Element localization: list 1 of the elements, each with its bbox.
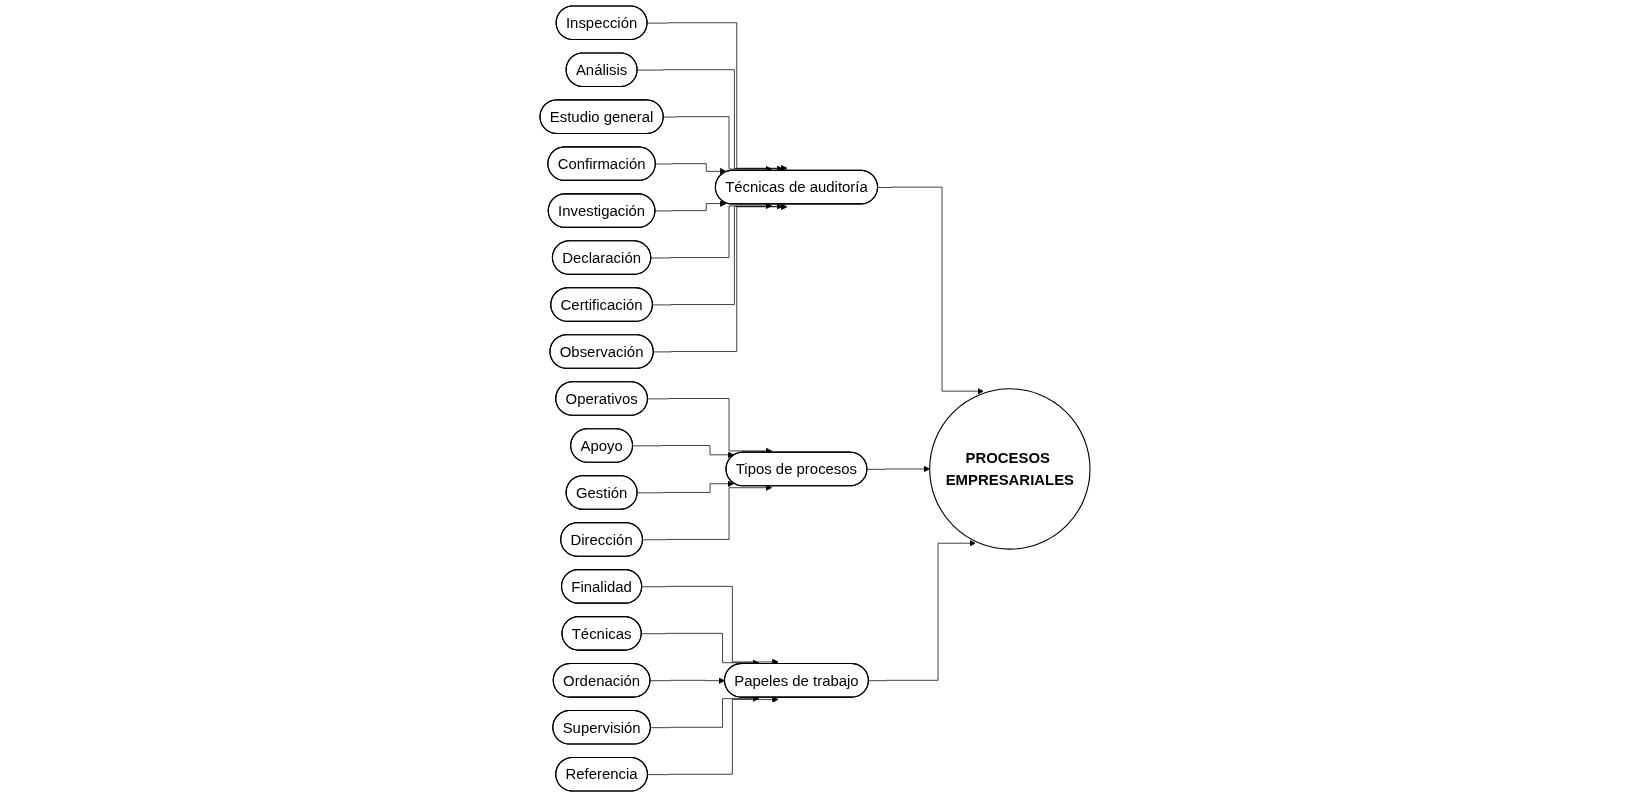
node-circle: PROCESOS EMPRESARIALES	[929, 388, 1091, 550]
